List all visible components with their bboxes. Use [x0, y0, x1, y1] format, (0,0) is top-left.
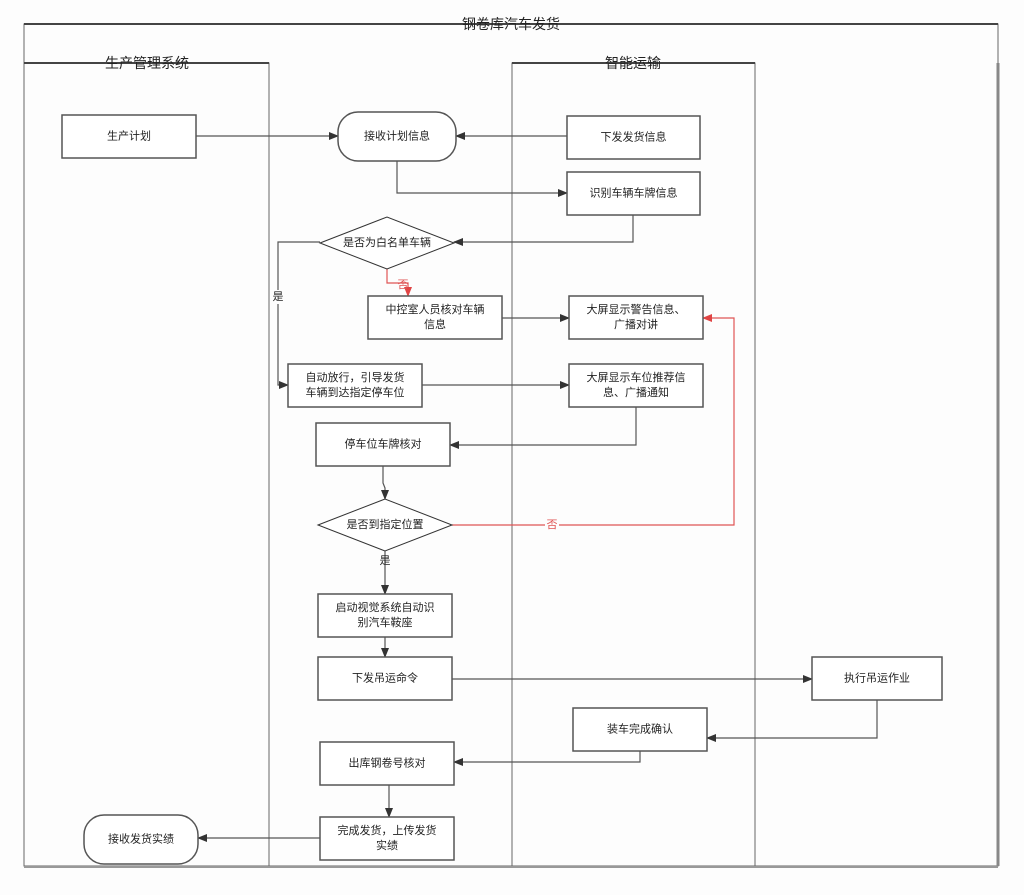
node-label: 信息: [424, 317, 446, 331]
edge-label-bg: [271, 290, 285, 304]
node-label: 启动视觉系统自动识: [336, 600, 435, 614]
node-decision-n5[interactable]: 是否为白名单车辆: [318, 216, 456, 270]
lane-smart-title: 智能运输: [605, 56, 661, 72]
edge-n4-n5: [453, 215, 634, 246]
node-shape: [811, 656, 943, 701]
pool-title: 钢卷库汽车发货: [462, 16, 560, 33]
node-label: 是否到指定位置: [347, 517, 424, 531]
node-shape: [566, 115, 701, 160]
node-shape: [566, 171, 701, 216]
node-label: 下发发货信息: [601, 130, 667, 144]
node-label: 出库钢卷号核对: [349, 756, 426, 770]
node-process-n4[interactable]: 识别车辆车牌信息: [566, 171, 701, 216]
node-shape: [287, 363, 423, 408]
edge-n9-n10: [449, 407, 637, 449]
node-shape: [572, 707, 708, 752]
node-process-n13[interactable]: 下发吊运命令: [317, 656, 453, 701]
node-label: 执行吊运作业: [844, 671, 910, 685]
node-label: 停车位车牌核对: [345, 437, 422, 451]
node-label: 识别车辆车牌信息: [590, 186, 678, 200]
node-process-n15[interactable]: 装车完成确认: [572, 707, 708, 752]
node-label: 接收发货实绩: [108, 832, 174, 846]
node-shape: [318, 216, 456, 270]
node-label: 是否为白名单车辆: [343, 235, 431, 249]
node-shape: [316, 498, 454, 552]
edge-n2-n4: [396, 161, 568, 197]
node-process-n10[interactable]: 停车位车牌核对: [315, 422, 451, 467]
node-process-n1[interactable]: 生产计划: [61, 114, 197, 159]
edge-label-n5-n6: 否: [398, 278, 409, 291]
node-process-n3[interactable]: 下发发货信息: [566, 115, 701, 160]
lanes: 生产管理系统 智能运输: [23, 56, 1000, 868]
node-process-n16[interactable]: 出库钢卷号核对: [319, 741, 455, 786]
node-shape: [337, 111, 457, 162]
nodes: 生产计划 接收计划信息 下发发货信息识别车辆车牌信息是否为白名单车辆中控室人员核对车…: [61, 111, 943, 865]
edge-n10-n11: [381, 466, 389, 500]
node-decision-n11[interactable]: 是否到指定位置: [316, 498, 454, 552]
node-terminal-n2[interactable]: 接收计划信息: [337, 111, 457, 162]
node-process-n7[interactable]: 大屏显示警告信息、广播对讲: [568, 295, 704, 340]
edge-label-n11-n7: 否: [547, 518, 558, 531]
node-shape: [319, 816, 455, 861]
node-label: 自动放行，引导发货: [306, 370, 405, 384]
edge-label-bg: [545, 518, 559, 532]
node-label: 广播对讲: [614, 317, 658, 331]
lane-production: [23, 62, 270, 867]
edge-label-n11-n12: 是: [380, 554, 391, 567]
node-label: 下发吊运命令: [352, 671, 418, 685]
node-shape: [61, 114, 197, 159]
node-process-n14[interactable]: 执行吊运作业: [811, 656, 943, 701]
edge-n15-n16: [453, 751, 641, 766]
node-shape: [367, 295, 503, 340]
node-shape: [319, 741, 455, 786]
node-shape: [568, 363, 704, 408]
node-label: 生产计划: [107, 129, 151, 143]
node-shape: [315, 422, 451, 467]
edge-n5-n6: [386, 269, 412, 297]
lane-production-title: 生产管理系统: [105, 56, 189, 72]
node-label: 中控室人员核对车辆: [386, 302, 485, 316]
node-label: 车辆到达指定停车位: [306, 385, 405, 399]
edge-n11-n7: [452, 314, 735, 526]
node-label: 大屏显示警告信息、: [587, 302, 686, 316]
node-label: 完成发货，上传发货: [338, 823, 437, 837]
node-label: 接收计划信息: [364, 129, 430, 143]
node-shape: [83, 814, 199, 865]
node-label: 别汽车鞍座: [358, 615, 413, 629]
node-terminal-n18[interactable]: 接收发货实绩: [83, 814, 199, 865]
node-shape: [317, 593, 453, 638]
node-label: 实绩: [376, 838, 398, 852]
node-shape: [317, 656, 453, 701]
edge-label-n5-n8: 是: [273, 290, 284, 303]
node-label: 装车完成确认: [607, 722, 673, 736]
node-label: 息、广播通知: [603, 385, 669, 399]
node-shape: [568, 295, 704, 340]
node-label: 大屏显示车位推荐信: [587, 370, 686, 384]
edge-n5-n8: [277, 241, 320, 389]
edge-n14-n15: [706, 700, 878, 742]
